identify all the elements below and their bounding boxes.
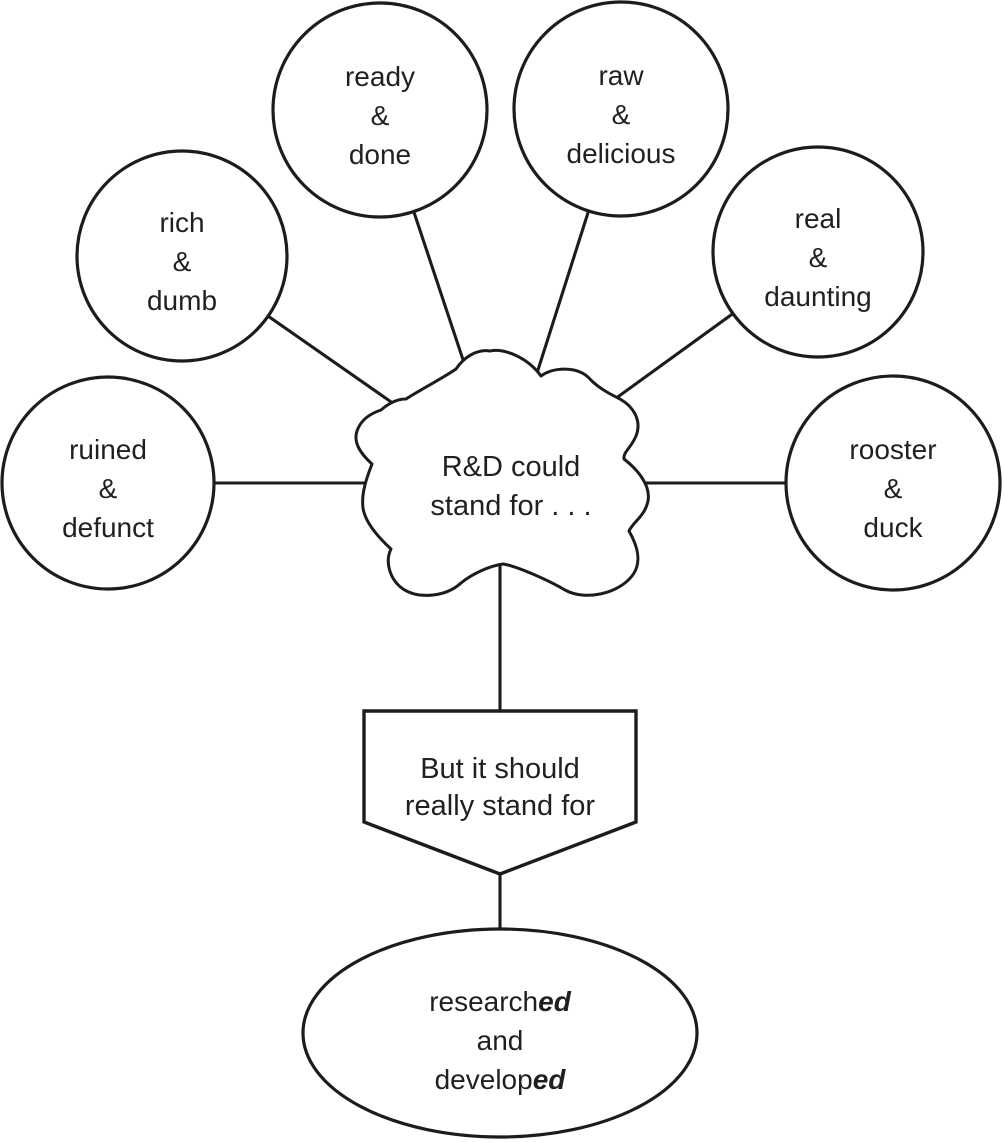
result-text-emphasis: ed [533,1064,567,1095]
bubble-circle [75,149,289,363]
bubble-label-line: duck [863,512,923,543]
bubble-circle [711,145,925,359]
bubble-label-line: & [173,246,192,277]
bubble-circle [784,374,1002,592]
result-text-normal: research [429,986,538,1017]
bubble-label-line: rooster [849,434,936,465]
result-label-line: developed [435,1064,567,1095]
cloud-label-line: R&D could [442,451,581,483]
bubble-label-line: real [795,203,842,234]
banner-label-line: But it should [420,753,580,785]
bubble-label-line: ready [345,61,415,92]
cloud-shape [354,348,650,597]
bubble-label-line: & [809,242,828,273]
bubble-label-line: & [371,100,390,131]
result-shape [301,927,699,1139]
bubble-ready-done: ready & done [271,1,489,219]
bubble-label-line: defunct [62,512,154,543]
bubble-label-line: dumb [147,285,217,316]
bubble-label-line: raw [598,60,644,91]
banner-label-line: really stand for [405,790,596,822]
bubble-label-line: & [612,99,631,130]
bubble-label-line: done [349,139,411,170]
bubble-label-line: ruined [69,434,147,465]
bubble-label-line: delicious [567,138,676,169]
bubble-label-line: & [99,473,118,504]
bubble-label-line: rich [159,207,204,238]
bubble-label-line: daunting [764,281,871,312]
bubble-circle [512,0,730,218]
result-label-line: researched [429,986,572,1017]
bubble-rich-dumb: rich & dumb [75,149,289,363]
bubble-circle [0,375,216,591]
center-cloud: R&D could stand for . . . [354,348,650,597]
result-ellipse: researched and developed [301,927,699,1139]
banner: But it should really stand for [362,709,638,876]
bubble-circle [271,1,489,219]
bubble-label-line: & [884,473,903,504]
bubble-rooster-duck: rooster & duck [784,374,1002,592]
result-label-line: and [477,1025,524,1056]
result-text-normal: develop [435,1064,533,1095]
bubble-raw-delicious: raw & delicious [512,0,730,218]
bubble-real-daunting: real & daunting [711,145,925,359]
banner-shape [362,709,638,876]
bubble-ruined-defunct: ruined & defunct [0,375,216,591]
result-text-emphasis: ed [538,986,572,1017]
cloud-label-line: stand for . . . [430,490,591,522]
